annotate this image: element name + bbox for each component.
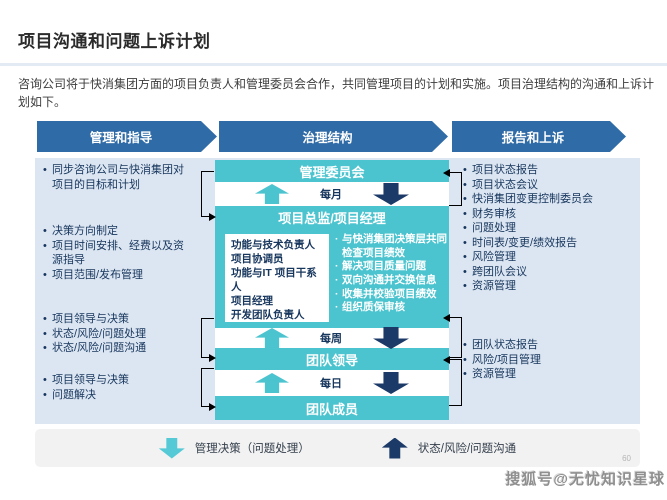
right-group-project-reporting: 项目状态报告 项目状态会议 快消集团变更控制委员会 财务审核 问题处理 时间表/…	[463, 163, 635, 294]
exchange-band-weekly: 每周	[215, 327, 449, 349]
connector-arrow-icon	[209, 213, 216, 221]
legend-bar: 管理决策（问题处理） 状态/风险/问题沟通	[35, 429, 640, 467]
bullet-item: 风险/项目管理	[463, 353, 635, 368]
left-group-leadership: 项目领导与决策 状态/风险/问题处理 状态/风险/问题沟通	[43, 312, 185, 356]
process-header-label: 治理结构	[302, 131, 353, 145]
connector-left-2	[201, 318, 214, 358]
exchange-band-monthly: 每月	[215, 182, 449, 206]
roles-box: 功能与技术负责人 项目协调员 功能与IT 项目干系人 项目经理 开发团队负责人	[225, 234, 329, 322]
duties-list: 与快消集团决策层共同检查项目绩效 解决项目质量问题 双向沟通并交换信息 收集并校…	[335, 233, 447, 315]
bullet-item: 决策方向制定	[43, 224, 185, 239]
left-group-alignment: 同步咨询公司与快消集团对项目的目标和计划	[43, 163, 185, 192]
level-team-member: 团队成员	[215, 396, 449, 420]
level-team-lead: 团队领导	[215, 348, 449, 370]
connector-arrow-icon	[209, 403, 216, 411]
bullet-item: 财务审核	[463, 207, 635, 222]
bullet-item: 项目时间安排、经费以及资源指导	[43, 239, 185, 268]
duty-item: 组织质保审核	[335, 301, 447, 315]
level-label: 团队领导	[305, 352, 358, 368]
level-label: 项目总监/项目经理	[278, 210, 386, 226]
decision-down-arrow-icon	[373, 327, 409, 349]
legend-down-arrow-icon	[158, 437, 185, 459]
bullet-item: 团队状态报告	[463, 338, 635, 353]
exchange-band-daily: 每日	[215, 370, 449, 396]
connector-arrow-icon	[443, 169, 450, 177]
connector-arrow-icon	[209, 354, 216, 362]
bullet-item: 项目领导与决策	[43, 312, 185, 327]
bullet-item: 资源管理	[463, 279, 635, 294]
level-label: 管理委员会	[299, 164, 365, 180]
process-header-governance: 治理结构	[219, 121, 448, 152]
legend-up-arrow-icon	[381, 437, 408, 459]
bullet-item: 时间表/变更/绩效报告	[463, 236, 635, 251]
status-up-arrow-icon	[255, 373, 289, 393]
role-line: 功能与技术负责人	[231, 239, 315, 251]
role-line: 项目协调员	[231, 253, 284, 266]
frequency-label: 每日	[320, 378, 342, 390]
level-label: 团队成员	[305, 401, 358, 417]
level-project-director: 项目总监/项目经理	[215, 206, 449, 228]
role-line: 开发团队负责人	[231, 309, 305, 322]
bullet-item: 资源管理	[463, 367, 635, 382]
left-group-direction: 决策方向制定 项目时间安排、经费以及资源指导 项目范围/发布管理	[43, 224, 185, 282]
diagram-panel: 同步咨询公司与快消集团对项目的目标和计划 决策方向制定 项目时间安排、经费以及资…	[35, 158, 640, 424]
connector-right-3	[449, 359, 462, 406]
connector-arrow-icon	[443, 356, 450, 364]
process-header-reporting: 报告和上诉	[452, 121, 626, 152]
bullet-item: 项目状态报告	[463, 163, 635, 178]
connector-left-1	[201, 171, 214, 217]
legend-label: 状态/风险/问题沟通	[417, 443, 517, 455]
legend-item-decision: 管理决策（问题处理）	[158, 437, 310, 459]
role-line: 功能与IT 项目干系人	[231, 267, 317, 294]
bullet-item: 风险管理	[463, 250, 635, 265]
process-header-label: 管理和指导	[89, 131, 153, 145]
bullet-item: 状态/风险/问题沟通	[43, 341, 185, 356]
frequency-label: 每周	[320, 333, 342, 345]
connector-left-3	[201, 368, 214, 407]
process-header-label: 报告和上诉	[501, 131, 565, 145]
governance-column: 管理委员会 每月 项目总监/项目经理 功能与技术负责人 项目协调员 功能与IT …	[215, 160, 449, 420]
left-group-issue-resolution: 项目领导与决策 问题解决	[43, 373, 185, 402]
bullet-item: 项目范围/发布管理	[43, 268, 185, 283]
duty-item: 解决项目质量问题	[335, 260, 447, 274]
duty-item: 与快消集团决策层共同检查项目绩效	[335, 233, 447, 260]
legend-item-status: 状态/风险/问题沟通	[381, 437, 517, 459]
status-up-arrow-icon	[255, 328, 289, 348]
process-header-management: 管理和指导	[37, 121, 217, 152]
watermark-text: 搜狐号@无忧知识星球	[505, 471, 665, 488]
duty-item: 收集并校验项目绩效	[335, 288, 447, 302]
level-steering-committee: 管理委员会	[215, 160, 449, 182]
right-group-team-reporting: 团队状态报告 风险/项目管理 资源管理	[463, 338, 635, 382]
connector-right-1	[449, 172, 462, 206]
bullet-item: 状态/风险/问题处理	[43, 327, 185, 342]
page-title: 项目沟通和问题上诉计划	[18, 32, 211, 51]
title-divider	[0, 63, 667, 66]
bullet-item: 同步咨询公司与快消集团对项目的目标和计划	[43, 163, 185, 192]
bullet-item: 项目领导与决策	[43, 373, 185, 388]
frequency-label: 每月	[320, 189, 342, 201]
intro-paragraph: 咨询公司将于快消集团方面的项目负责人和管理委员会合作，共同管理项目的计划和实施。…	[18, 77, 655, 109]
director-detail-block: 功能与技术负责人 项目协调员 功能与IT 项目干系人 项目经理 开发团队负责人 …	[215, 228, 449, 328]
legend-label: 管理决策（问题处理）	[194, 443, 310, 455]
bullet-item: 问题处理	[463, 221, 635, 236]
connector-right-2	[449, 317, 462, 358]
bullet-item: 项目状态会议	[463, 178, 635, 193]
duty-item: 双向沟通并交换信息	[335, 274, 447, 288]
page-number: 60	[622, 454, 631, 463]
connector-arrow-icon	[443, 314, 450, 322]
role-line: 项目经理	[231, 295, 273, 308]
decision-down-arrow-icon	[373, 372, 409, 394]
bullet-item: 跨团队会议	[463, 265, 635, 280]
bullet-item: 问题解决	[43, 388, 185, 403]
bullet-item: 快消集团变更控制委员会	[463, 192, 635, 207]
status-up-arrow-icon	[255, 184, 289, 204]
decision-down-arrow-icon	[373, 183, 409, 205]
